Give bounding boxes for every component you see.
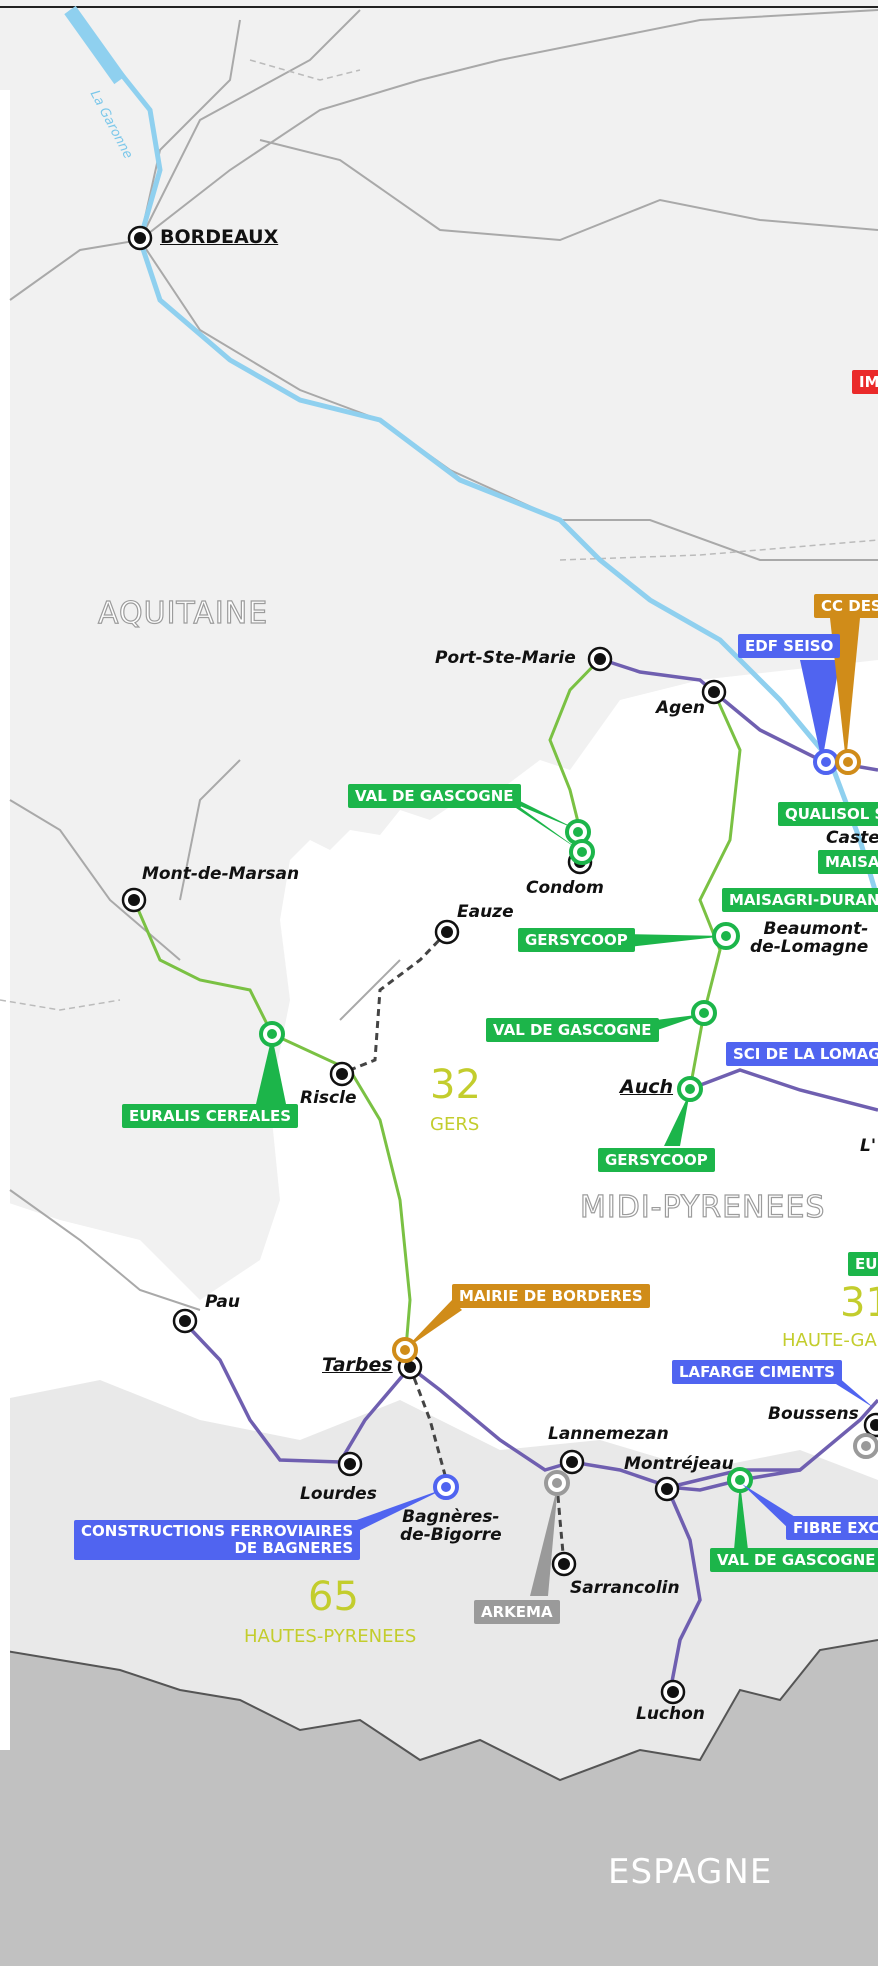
site-marker-edf-seiso — [813, 749, 839, 775]
city-label-condom: Condom — [526, 878, 604, 898]
city-label-auch: Auch — [620, 1076, 674, 1098]
city-label-boussens: Boussens — [768, 1404, 859, 1424]
city-marker-luchon — [660, 1679, 686, 1705]
city-marker-agen — [701, 679, 727, 705]
site-marker-borderes — [392, 1337, 418, 1363]
city-marker-bordeaux — [127, 225, 153, 251]
city-label-caste: Caste — [826, 828, 878, 848]
badge-val-de-gascogne-mid[interactable]: VAL DE GASCOGNE — [486, 1018, 659, 1042]
city-label-port-ste-marie: Port-Ste-Marie — [435, 648, 576, 668]
site-marker-bagneres — [433, 1474, 459, 1500]
badge-qualisol[interactable]: QUALISOL S — [778, 802, 878, 826]
city-marker-sarrancolin — [551, 1551, 577, 1577]
site-marker-auch — [677, 1076, 703, 1102]
city-label-tarbes: Tarbes — [322, 1354, 393, 1376]
badge-arkema[interactable]: ARKEMA — [474, 1600, 560, 1624]
badge-lafarge-ciments[interactable]: LAFARGE CIMENTS — [672, 1360, 842, 1384]
dept-32-number: 32 — [430, 1062, 481, 1108]
dept-31-number: 31 — [840, 1280, 878, 1326]
badge-cc-des[interactable]: CC DES — [814, 594, 878, 618]
badge-euralis-cereales[interactable]: EURALIS CEREALES — [122, 1104, 299, 1128]
dept-32-name: GERS — [430, 1114, 480, 1135]
badge-sci-de-la-lomagne[interactable]: SCI DE LA LOMAGN — [726, 1042, 878, 1066]
site-marker-mid — [691, 1000, 717, 1026]
dept-65-name: HAUTES-PYRENEES — [244, 1626, 417, 1647]
pyrenees-shading — [0, 1380, 878, 1780]
spain-area — [0, 1640, 878, 1966]
dept-65-number: 65 — [308, 1574, 359, 1620]
city-label-beaumont: Beaumont- de-Lomagne — [750, 919, 869, 957]
city-label-bordeaux: BORDEAUX — [160, 226, 279, 248]
city-marker-port-ste-marie — [587, 646, 613, 672]
site-marker-arkema — [544, 1470, 570, 1496]
city-marker-mont-de-marsan — [121, 887, 147, 913]
dept-31-name: HAUTE-GA — [782, 1330, 877, 1351]
badge-maisa[interactable]: MAISA — [818, 850, 878, 874]
city-marker-boussens — [863, 1412, 878, 1438]
city-marker-pau — [172, 1308, 198, 1334]
site-marker-beaumont — [712, 922, 740, 950]
dept-boundaries — [0, 59, 878, 1011]
site-marker-euralis — [259, 1021, 285, 1047]
left-strip — [0, 90, 10, 1750]
badge-val-de-gascogne-condom[interactable]: VAL DE GASCOGNE — [348, 784, 521, 808]
border-line — [0, 1639, 878, 1782]
city-label-agen: Agen — [656, 698, 705, 718]
badge-gersycoop-auch[interactable]: GERSYCOOP — [598, 1148, 715, 1172]
city-label-bagneres: Bagnères- de-Bigorre — [400, 1507, 502, 1545]
site-marker-boussens-grey — [853, 1433, 878, 1459]
badge-gersycoop-beaumont[interactable]: GERSYCOOP — [518, 928, 635, 952]
city-label-sarrancolin: Sarrancolin — [570, 1578, 680, 1598]
badge-val-de-gascogne-montrejeau[interactable]: VAL DE GASCOGNE — [710, 1548, 878, 1572]
city-label-riscle: Riscle — [300, 1088, 357, 1108]
city-label-lannemezan: Lannemezan — [548, 1424, 669, 1444]
city-label-l: L' — [860, 1136, 877, 1156]
city-marker-riscle — [329, 1061, 355, 1087]
badge-mairie-de-borderes[interactable]: MAIRIE DE BORDERES — [452, 1284, 650, 1308]
city-label-eauze: Eauze — [457, 902, 514, 922]
garonne-river — [68, 8, 878, 901]
site-marker-cc-des — [835, 749, 861, 775]
badge-maisagri-duran[interactable]: MAISAGRI-DURAN — [722, 888, 878, 912]
city-label-mont-de-marsan: Mont-de-Marsan — [142, 864, 300, 884]
city-marker-lannemezan — [559, 1449, 585, 1475]
site-marker-montrejeau — [727, 1467, 753, 1493]
city-marker-eauze — [434, 919, 460, 945]
badge-constructions-ferroviaires[interactable]: CONSTRUCTIONS FERROVIAIRES DE BAGNERES — [74, 1520, 361, 1560]
roads — [9, 9, 878, 1311]
site-marker-condom-2 — [569, 839, 595, 865]
badge-eur[interactable]: EUR — [848, 1252, 878, 1276]
badge-fibre-exc[interactable]: FIBRE EXC — [786, 1516, 878, 1540]
badge-im[interactable]: IM — [852, 370, 878, 394]
city-label-luchon: Luchon — [636, 1704, 705, 1724]
city-marker-lourdes — [337, 1451, 363, 1477]
country-espagne: ESPAGNE — [608, 1852, 773, 1892]
badge-edf-seiso[interactable]: EDF SEISO — [738, 634, 841, 658]
rail-dashed — [339, 930, 566, 1565]
pointer-edf-seiso — [800, 660, 840, 762]
garonne-estuary — [64, 5, 126, 85]
city-label-montrejeau: Montréjeau — [624, 1454, 734, 1474]
region-aquitaine: AQUITAINE — [97, 595, 269, 631]
city-label-pau: Pau — [205, 1292, 240, 1312]
city-marker-montrejeau — [654, 1476, 680, 1502]
city-label-lourdes: Lourdes — [300, 1484, 377, 1504]
region-midi-pyrenees: MIDI-PYRENEES — [579, 1189, 826, 1225]
